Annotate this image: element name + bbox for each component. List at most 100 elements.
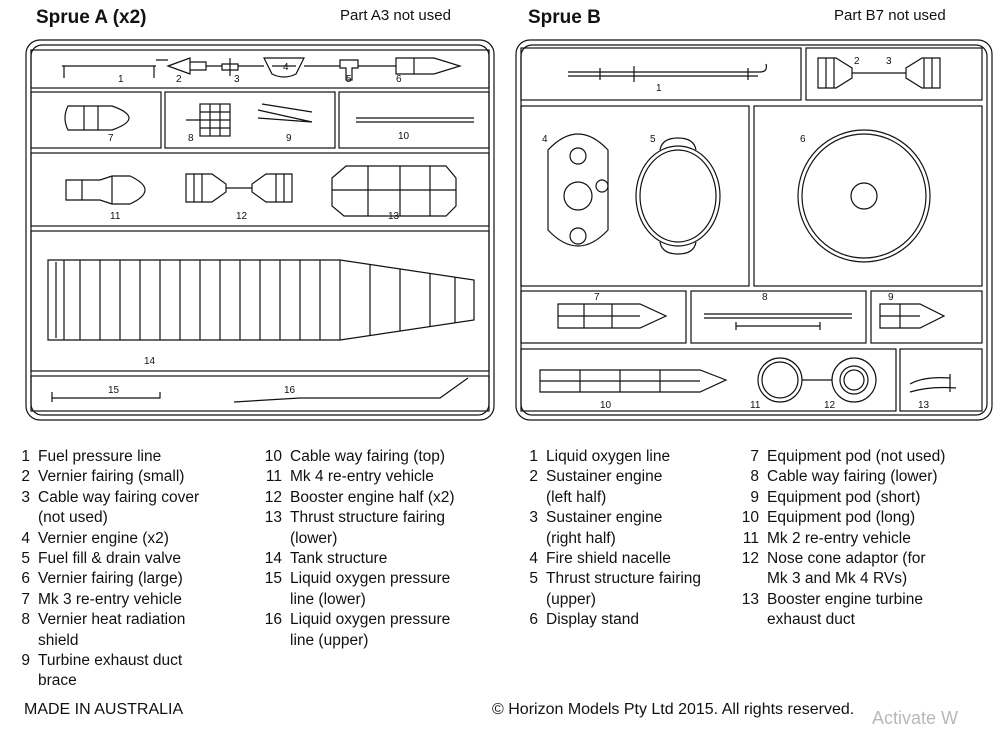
- sprue-a-row-5: [30, 375, 490, 412]
- part-a6: [395, 57, 463, 75]
- legend-item-number: 7: [750, 448, 759, 465]
- part-a2: [166, 57, 207, 75]
- part-b8: [704, 313, 852, 330]
- legend-item-text: Equipment pod (short): [767, 488, 921, 506]
- legend-item-number: 11: [265, 468, 282, 486]
- svg-text:9: 9: [286, 133, 292, 144]
- part-b9: [879, 303, 946, 329]
- legend-item-number: [526, 529, 538, 549]
- legend-item-number: 14: [264, 550, 282, 568]
- sprue-a-part-labels: 1 2 3 4 5 6 7 8 9 10 11 12 13 14 15 16: [108, 62, 410, 396]
- svg-text:13: 13: [388, 211, 400, 222]
- legend-item-number: [262, 631, 282, 651]
- sprue-b-row-5: [520, 348, 897, 412]
- sprue-a-row-1: [30, 49, 490, 89]
- legend-item-text: Vernier fairing (small): [38, 468, 185, 486]
- svg-text:6: 6: [800, 134, 806, 145]
- legend-item: (left half): [526, 488, 741, 508]
- sprue-b-note: Part B7 not used: [834, 7, 946, 24]
- legend-item-number: [262, 529, 282, 549]
- legend-item: exhaust duct: [739, 610, 994, 630]
- legend-item: (lower): [262, 529, 512, 549]
- legend-item: line (upper): [262, 631, 512, 651]
- sprue-b-cell-9: [870, 290, 983, 344]
- part-b2: [817, 57, 853, 89]
- legend-item-text: (lower): [290, 529, 338, 547]
- part-a12-right: [251, 173, 293, 203]
- legend-item-text: Thrust structure fairing: [290, 509, 446, 527]
- sprue-b-cell-13: [899, 348, 983, 412]
- copyright-text: © Horizon Models Pty Ltd 2015. All right…: [492, 701, 855, 718]
- legend-item-text: Display stand: [546, 611, 640, 629]
- legend-item-text: Booster engine half (x2): [290, 488, 455, 506]
- part-b10: [539, 369, 728, 393]
- svg-text:14: 14: [144, 356, 156, 367]
- legend-item-number: 9: [750, 488, 759, 506]
- legend-item-number: 6: [529, 611, 538, 629]
- legend-item-text: exhaust duct: [767, 611, 855, 629]
- legend-item-number: 3: [21, 488, 30, 506]
- legend-item: Mk 3 and Mk 4 RVs): [739, 569, 994, 589]
- svg-text:4: 4: [283, 62, 289, 73]
- legend-item-number: 10: [264, 448, 282, 465]
- sprue-b-part-labels: 1 2 3 4 5 6 7 8 9 10 11 12 13: [542, 56, 930, 411]
- svg-text:9: 9: [888, 292, 894, 303]
- part-b11: [757, 357, 803, 403]
- part-b4: [547, 133, 609, 247]
- sprue-a-note: Part A3 not used: [340, 7, 451, 24]
- svg-text:7: 7: [108, 133, 114, 144]
- legend-item: brace: [18, 671, 258, 691]
- sprue-a-cell-14: [30, 230, 490, 372]
- legend-item-number: 11: [742, 529, 759, 547]
- legend-item-number: 15: [264, 570, 282, 588]
- sprue-b-cell-7: [520, 290, 687, 344]
- legend-item-text: Equipment pod (long): [767, 509, 916, 527]
- legend-item: (not used): [18, 508, 258, 528]
- part-a5: [339, 59, 359, 81]
- svg-text:8: 8: [762, 292, 768, 303]
- legend-item-text: Liquid oxygen line: [546, 448, 671, 465]
- legend-item-text: Equipment pod (not used): [767, 448, 946, 465]
- legend-item-text: Liquid oxygen pressure: [290, 611, 451, 629]
- legend-item: (upper): [526, 590, 741, 610]
- legend-item-text: Fuel pressure line: [38, 448, 162, 465]
- made-in-text: MADE IN AUSTRALIA: [24, 701, 184, 718]
- part-b3: [905, 57, 941, 89]
- legend-item-text: Mk 3 and Mk 4 RVs): [767, 570, 908, 588]
- legend-item-text: (left half): [546, 488, 607, 506]
- legend-item-number: [262, 590, 282, 610]
- legend-item-text: Liquid oxygen pressure: [290, 570, 451, 588]
- sprue-a-row-3: [30, 152, 490, 227]
- legend-item: line (lower): [262, 590, 512, 610]
- legend-item-text: Sustainer engine: [546, 468, 663, 486]
- legend-item-number: 9: [21, 652, 30, 670]
- legend-item-text: Mk 4 re-entry vehicle: [290, 468, 434, 486]
- legend-item-text: Vernier fairing (large): [38, 570, 183, 588]
- legend-item-number: 4: [21, 529, 30, 547]
- part-a11: [65, 175, 146, 205]
- part-a13: [331, 165, 457, 217]
- sprue-a-cell-10: [338, 91, 490, 149]
- sprue-b-frame: [515, 39, 993, 421]
- legend-item-number: 7: [21, 590, 30, 608]
- legend-item-number: 13: [741, 590, 759, 608]
- svg-text:11: 11: [110, 211, 121, 222]
- svg-text:10: 10: [600, 400, 612, 411]
- legend-item: 15 Liquid oxygen pressure: [262, 569, 512, 589]
- svg-text:4: 4: [542, 134, 548, 145]
- legend-item-number: 4: [529, 550, 538, 568]
- part-b1: [568, 63, 767, 82]
- legend-item-number: 1: [21, 448, 30, 465]
